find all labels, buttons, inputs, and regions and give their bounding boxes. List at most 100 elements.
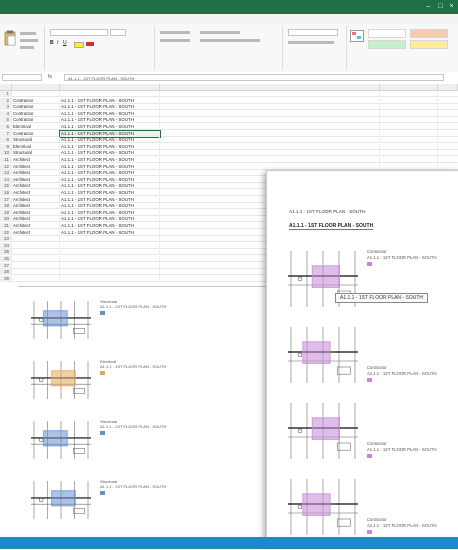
floor-plan-thumbnail[interactable] [30,479,92,521]
table-cell[interactable] [380,143,438,150]
row-number[interactable]: 7 [0,130,12,137]
style-bad[interactable] [410,29,448,38]
row-number[interactable]: 29 [0,275,12,282]
table-cell[interactable]: A1.1.1 - 1ST FLOOR PLAN - SOUTH [60,209,160,216]
row-number[interactable]: 25 [0,249,12,256]
row-number[interactable]: 10 [0,150,12,157]
table-cell[interactable] [160,117,380,124]
column-header[interactable] [438,84,458,91]
floor-plan-thumbnail[interactable] [30,419,92,461]
row-number[interactable]: 19 [0,209,12,216]
table-cell[interactable]: A1.1.1 - 1ST FLOOR PLAN - SOUTH [60,117,160,124]
table-cell[interactable]: A1.1.1 - 1ST FLOOR PLAN - SOUTH [60,104,160,111]
table-cell[interactable]: Architect [12,190,60,196]
table-cell[interactable]: Contractor [12,130,60,137]
table-cell[interactable] [60,242,160,249]
table-cell[interactable]: A1.1.1 - 1ST FLOOR PLAN - SOUTH [60,150,160,157]
table-cell[interactable] [160,163,380,170]
table-cell[interactable]: Architect [12,203,60,210]
table-cell[interactable]: A1.1.1 - 1ST FLOOR PLAN - SOUTH [60,143,160,150]
table-cell[interactable] [160,124,380,130]
row-number[interactable]: 23 [0,236,12,243]
table-cell[interactable] [160,91,380,97]
table-cell[interactable]: Architect [12,209,60,216]
table-cell[interactable]: Architect [12,176,60,183]
table-cell[interactable] [12,269,60,276]
table-cell[interactable] [12,262,60,269]
table-cell[interactable] [60,91,160,97]
table-cell[interactable] [160,130,380,137]
table-cell[interactable]: Contractor [12,110,60,117]
row-number[interactable]: 27 [0,262,12,269]
table-cell[interactable]: Architect [12,229,60,236]
align-top-icon[interactable] [160,31,190,34]
table-row[interactable]: 1 [0,91,458,97]
font-color-icon[interactable] [86,42,94,46]
row-number[interactable]: 18 [0,203,12,210]
table-cell[interactable] [380,97,438,104]
table-cell[interactable] [60,262,160,269]
floor-plan-thumbnail[interactable] [287,249,359,309]
floor-plan-thumbnail[interactable] [287,401,359,461]
align-left-icon[interactable] [160,39,190,42]
table-cell[interactable]: Electrical [12,143,60,150]
maximize-icon[interactable]: □ [438,3,443,10]
column-header[interactable] [380,84,438,91]
row-number[interactable]: 21 [0,223,12,229]
merge-center-icon[interactable] [200,39,260,42]
table-cell[interactable]: A1.1.1 - 1ST FLOOR PLAN - SOUTH [60,110,160,117]
row-number[interactable]: 12 [0,163,12,170]
table-cell[interactable] [12,242,60,249]
table-cell[interactable] [380,150,438,157]
table-cell[interactable]: A1.1.1 - 1ST FLOOR PLAN - SOUTH [60,170,160,177]
column-header[interactable] [12,84,60,91]
table-cell[interactable] [160,110,380,117]
table-cell[interactable]: A1.1.1 - 1ST FLOOR PLAN - SOUTH [60,97,160,104]
row-number[interactable]: 11 [0,157,12,163]
table-cell[interactable]: Structural [12,137,60,144]
row-number[interactable]: 1 [0,91,12,97]
table-cell[interactable] [160,137,380,144]
table-cell[interactable]: Architect [12,183,60,190]
row-number[interactable]: 6 [0,124,12,130]
table-cell[interactable] [160,97,380,104]
table-cell[interactable] [60,249,160,256]
table-cell[interactable]: A1.1.1 - 1ST FLOOR PLAN - SOUTH [59,129,161,138]
table-cell[interactable] [60,275,160,282]
table-cell[interactable]: A1.1.1 - 1ST FLOOR PLAN - SOUTH [60,137,160,144]
style-normal[interactable] [368,29,406,38]
table-cell[interactable]: Electrical [12,124,60,130]
row-number[interactable]: 2 [0,97,12,104]
font-name-select[interactable] [50,29,108,36]
table-cell[interactable]: Architect [12,216,60,223]
column-header[interactable] [60,84,160,91]
table-cell[interactable] [160,104,380,111]
fill-color-icon[interactable] [74,42,84,48]
table-cell[interactable] [160,143,380,150]
italic-icon[interactable]: I [57,40,59,46]
cut-icon[interactable] [20,32,36,35]
table-cell[interactable] [380,110,438,117]
table-cell[interactable] [60,269,160,276]
table-cell[interactable] [12,236,60,243]
table-cell[interactable]: Contractor [12,104,60,111]
number-format-select[interactable] [288,29,338,36]
paste-icon[interactable] [4,30,16,46]
row-number[interactable]: 8 [0,137,12,144]
conditional-format-icon[interactable] [350,30,364,42]
floor-plan-thumbnail[interactable] [287,477,359,537]
copy-icon[interactable] [20,39,38,42]
wrap-text-icon[interactable] [200,31,240,34]
row-number[interactable]: 28 [0,269,12,276]
minimize-icon[interactable]: – [426,3,431,10]
floor-plan-thumbnail[interactable] [30,299,92,341]
table-cell[interactable]: Architect [12,223,60,229]
